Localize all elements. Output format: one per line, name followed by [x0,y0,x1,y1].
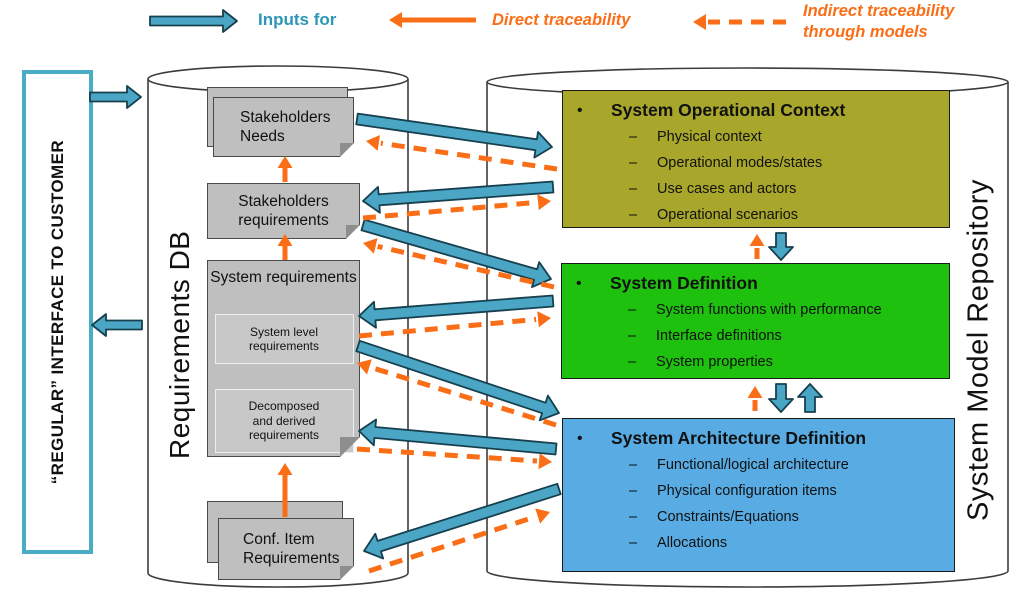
stakeholders-req-to-definition-arrow [360,218,552,289]
legend-direct-arrow [389,12,476,28]
context-to-stakeholders-req-arrow [362,180,555,214]
architecture-item: Physical configuration items [657,483,837,499]
architecture-to-confitem-arrow [363,482,562,560]
legend-inputs-label: Inputs for [258,10,337,29]
dash-icon: – [629,129,638,145]
definition-item: System functions with performance [656,302,882,318]
legend-direct-label: Direct traceability [492,11,631,29]
definition-to-stakeholders-req-dash [363,238,555,290]
definition-item: System properties [656,354,773,370]
system-requirements-label: System requirements [210,269,357,286]
dash-icon: – [629,535,638,551]
bullet-icon: • [577,430,583,447]
system-level-to-architecture-arrow [355,339,560,422]
customer-interface-box: “REGULAR” INTERFACE TO CUSTOMER [22,70,93,554]
dash-icon: – [629,181,638,197]
dash-icon: – [628,354,637,370]
dash-icon: – [629,509,638,525]
context-to-needs-dash [366,135,558,172]
customer-interface-label: “REGULAR” INTERFACE TO CUSTOMER [47,139,67,485]
bullet-icon: • [577,102,583,119]
legend-inputs-arrow [149,9,238,33]
context-item: Operational scenarios [657,207,799,223]
system-requirements-doc: System requirements System level require… [207,260,360,457]
dash-icon: – [629,483,638,499]
context-item: Operational modes/states [657,155,823,171]
confitem-to-architecture-dash [368,508,550,574]
architecture-definition-up-arrow [797,383,823,413]
decomposed-derived-requirements-label: Decomposed and derived requirements [248,399,320,443]
system-definition-box: • System Definition – System functions wi… [561,263,950,379]
stakeholders-req-to-needs-trace [277,156,293,182]
system-level-requirements-box: System level requirements [214,314,354,364]
legend-indirect-line2: through models [803,23,928,41]
definition-item: Interface definitions [656,328,782,344]
context-item: Use cases and actors [657,181,797,197]
system-definition-title: System Definition [610,273,758,293]
dash-icon: – [628,328,637,344]
requirements-db-label: Requirements DB [164,230,195,460]
context-definition-down-arrow [768,232,794,261]
definition-to-system-level-arrow [358,294,555,329]
decomposed-derived-requirements-box: Decomposed and derived requirements [214,389,354,453]
stakeholders-requirements-doc: Stakeholders requirements [207,183,360,239]
dash-icon: – [629,207,638,223]
legend-indirect-label: Indirect traceability through models [803,1,954,43]
stakeholders-requirements-label: Stakeholders requirements [238,193,329,229]
architecture-item: Functional/logical architecture [657,457,849,473]
legend-indirect-line1: Indirect traceability [803,2,955,20]
definition-architecture-down-arrow [768,383,794,413]
system-level-to-definition-dash [358,311,551,339]
architecture-item: Allocations [657,535,728,551]
architecture-to-definition-dash [747,386,763,411]
definition-to-context-dash [749,234,765,259]
stakeholders-needs-doc: Stakeholders Needs [213,97,354,157]
architecture-to-decomposed-arrow [358,418,558,456]
conf-item-requirements-label: Conf. Item Requirements [243,531,340,567]
conf-item-requirements-doc: Conf. Item Requirements [218,518,354,580]
dash-icon: – [629,155,638,171]
needs-to-context-arrow [355,112,553,159]
system-operational-context-title: System Operational Context [611,100,846,120]
legend-indirect-arrow [693,14,786,30]
architecture-to-system-level-dash [357,359,557,428]
dash-icon: – [628,302,637,318]
system-architecture-definition-title: System Architecture Definition [611,428,867,448]
stakeholders-needs-label: Stakeholders Needs [240,109,331,145]
stakeholders-req-to-context-dash [362,194,551,221]
bullet-icon: • [576,275,582,292]
decomposed-to-architecture-dash [356,446,552,470]
system-operational-context-box: • System Operational Context – Physical c… [562,90,950,228]
dash-icon: – [629,457,638,473]
customer-to-reqdb-arrow [89,85,142,109]
model-repository-label: System Model Repository [962,179,995,521]
architecture-item: Constraints/Equations [657,509,799,525]
context-item: Physical context [657,129,762,145]
system-level-requirements-label: System level requirements [248,324,320,354]
reqdb-to-customer-arrow [91,313,143,337]
system-architecture-definition-box: • System Architecture Definition – Functi… [562,418,955,572]
